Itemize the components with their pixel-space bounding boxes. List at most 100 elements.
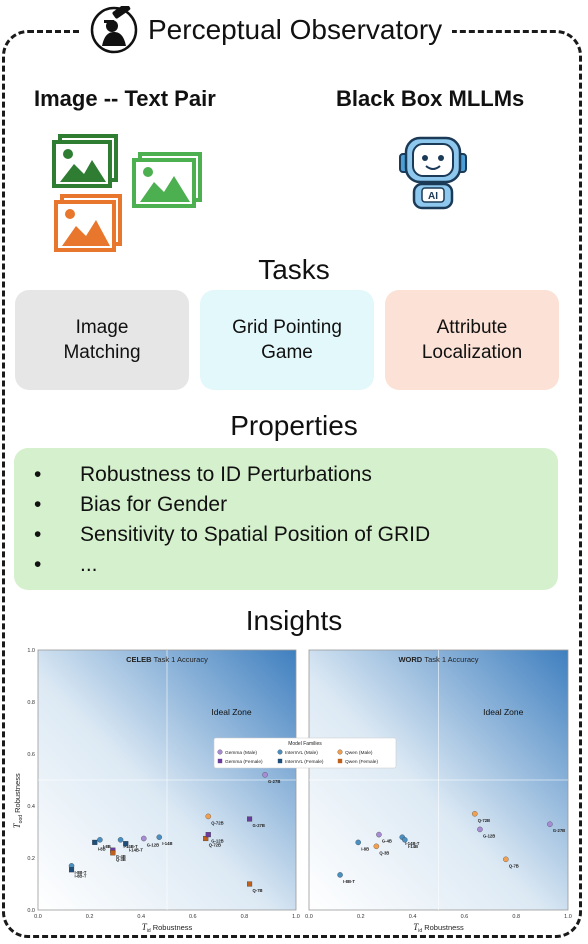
data-point (402, 837, 408, 843)
data-point (355, 839, 361, 846)
data-point (117, 837, 124, 843)
x-tick-label: 1.0 (564, 914, 572, 920)
x-tick-label: 0.2 (357, 914, 365, 920)
legend-entry: Gemma (Male) (225, 750, 257, 756)
legend-marker (337, 758, 343, 764)
data-point (141, 835, 147, 842)
ideal-zone-label: Ideal Zone (483, 707, 523, 717)
point-label: Q-72B (478, 818, 490, 823)
x-tick-label: 0.8 (512, 914, 520, 920)
point-label: G-27B (553, 828, 565, 833)
data-point (547, 821, 553, 827)
list-item: •Sensitivity to Spatial Position of GRID (34, 523, 431, 546)
point-label: Q-3B (379, 850, 389, 855)
x-tick-label: 0.2 (86, 914, 94, 920)
data-point (373, 843, 380, 850)
legend-entry: InternVL (Female) (285, 759, 324, 765)
legend-title: Model Families (288, 741, 322, 747)
data-point (123, 841, 129, 847)
insights-heading: Insights (245, 605, 343, 636)
data-point (376, 831, 382, 838)
point-label: I-8B-T (75, 874, 87, 879)
image-pair-icon (52, 134, 202, 252)
data-point (156, 834, 163, 840)
data-point (92, 839, 98, 845)
data-point (247, 881, 253, 887)
x-tick-label: 1.0 (292, 914, 300, 920)
robot-badge-text: AI (428, 191, 438, 202)
tasks-heading: Tasks (258, 254, 330, 285)
input-right-label: Black Box MLLMs (336, 86, 525, 111)
point-label: G-12B (483, 833, 495, 838)
x-axis-label: Tid Robustness (142, 922, 193, 932)
point-label: Q-7B (509, 863, 519, 868)
y-tick-label: 0.8 (27, 700, 35, 706)
image-icon-orange (54, 194, 122, 252)
legend-entry: InternVL (Male) (285, 750, 318, 756)
y-tick-label: 0.6 (27, 752, 35, 758)
legend-box (213, 737, 397, 769)
input-left-label: Image -- Text Pair (34, 86, 216, 111)
chart-title: WORD Task 1 Accuracy (398, 655, 478, 664)
observer-telescope-icon (90, 6, 138, 54)
point-label: Q-72B (211, 820, 223, 825)
x-tick-label: 0.6 (461, 914, 469, 920)
point-label: I-8B (98, 846, 106, 851)
point-label: I-14B-T (124, 844, 139, 849)
point-label: I-8B-T (343, 879, 355, 884)
image-icon-dark-green (52, 134, 118, 188)
y-tick-label: 0.0 (27, 908, 35, 914)
point-label: I-14B-T (405, 841, 420, 846)
point-label: G-4B (382, 839, 392, 844)
header: Perceptual Observatory (80, 4, 453, 56)
data-point (97, 837, 103, 843)
x-axis-label: Tid Robustness (413, 922, 464, 932)
data-point (68, 867, 75, 873)
data-point (205, 832, 211, 838)
point-label: I-8B-T (75, 870, 87, 875)
point-label: Q-7B (253, 888, 263, 893)
robot-ai-icon: AI (399, 136, 467, 210)
x-tick-label: 0.4 (137, 914, 145, 920)
x-tick-label: 0.4 (409, 914, 417, 920)
legend-marker (277, 749, 283, 755)
point-label: G-27B (268, 779, 280, 784)
ideal-zone-label: Ideal Zone (211, 707, 251, 717)
point-label: I-14B-T (129, 848, 144, 853)
data-point (203, 835, 209, 842)
point-label: I-14B (408, 844, 418, 849)
data-point (477, 826, 483, 833)
page-title: Perceptual Observatory (148, 14, 443, 45)
properties-heading: Properties (230, 410, 358, 441)
legend-marker (337, 749, 343, 755)
properties-list: •Robustness to ID Perturbations •Bias fo… (14, 448, 558, 590)
data-point (472, 811, 478, 817)
point-label: G-4B (116, 854, 126, 859)
data-point (247, 816, 253, 822)
x-tick-label: 0.0 (34, 914, 42, 920)
y-tick-label: 0.4 (27, 804, 35, 810)
point-label: G-27B (253, 823, 265, 828)
point-label: I-8B (103, 844, 111, 849)
list-item: •Robustness to ID Perturbations (34, 463, 372, 486)
x-tick-label: 0.6 (189, 914, 197, 920)
point-label: G-12B (211, 839, 223, 844)
data-point (337, 872, 343, 878)
y-tick-label: 0.2 (27, 856, 35, 862)
legend-marker (217, 749, 223, 755)
data-point (205, 813, 212, 820)
legend-entry: Qwen (Female) (345, 759, 378, 765)
point-label: Q-3B (116, 857, 126, 862)
chart-title: CELEB Task 1 Accuracy (126, 655, 208, 664)
point-label: Q-72B (209, 843, 221, 848)
legend-entry: Gemma (Female) (225, 759, 263, 765)
x-tick-label: 0.8 (241, 914, 249, 920)
legend-marker (217, 758, 223, 764)
x-tick-label: 0.0 (305, 914, 313, 920)
point-label: G-12B (147, 843, 159, 848)
point-label: I-14B (162, 841, 172, 846)
